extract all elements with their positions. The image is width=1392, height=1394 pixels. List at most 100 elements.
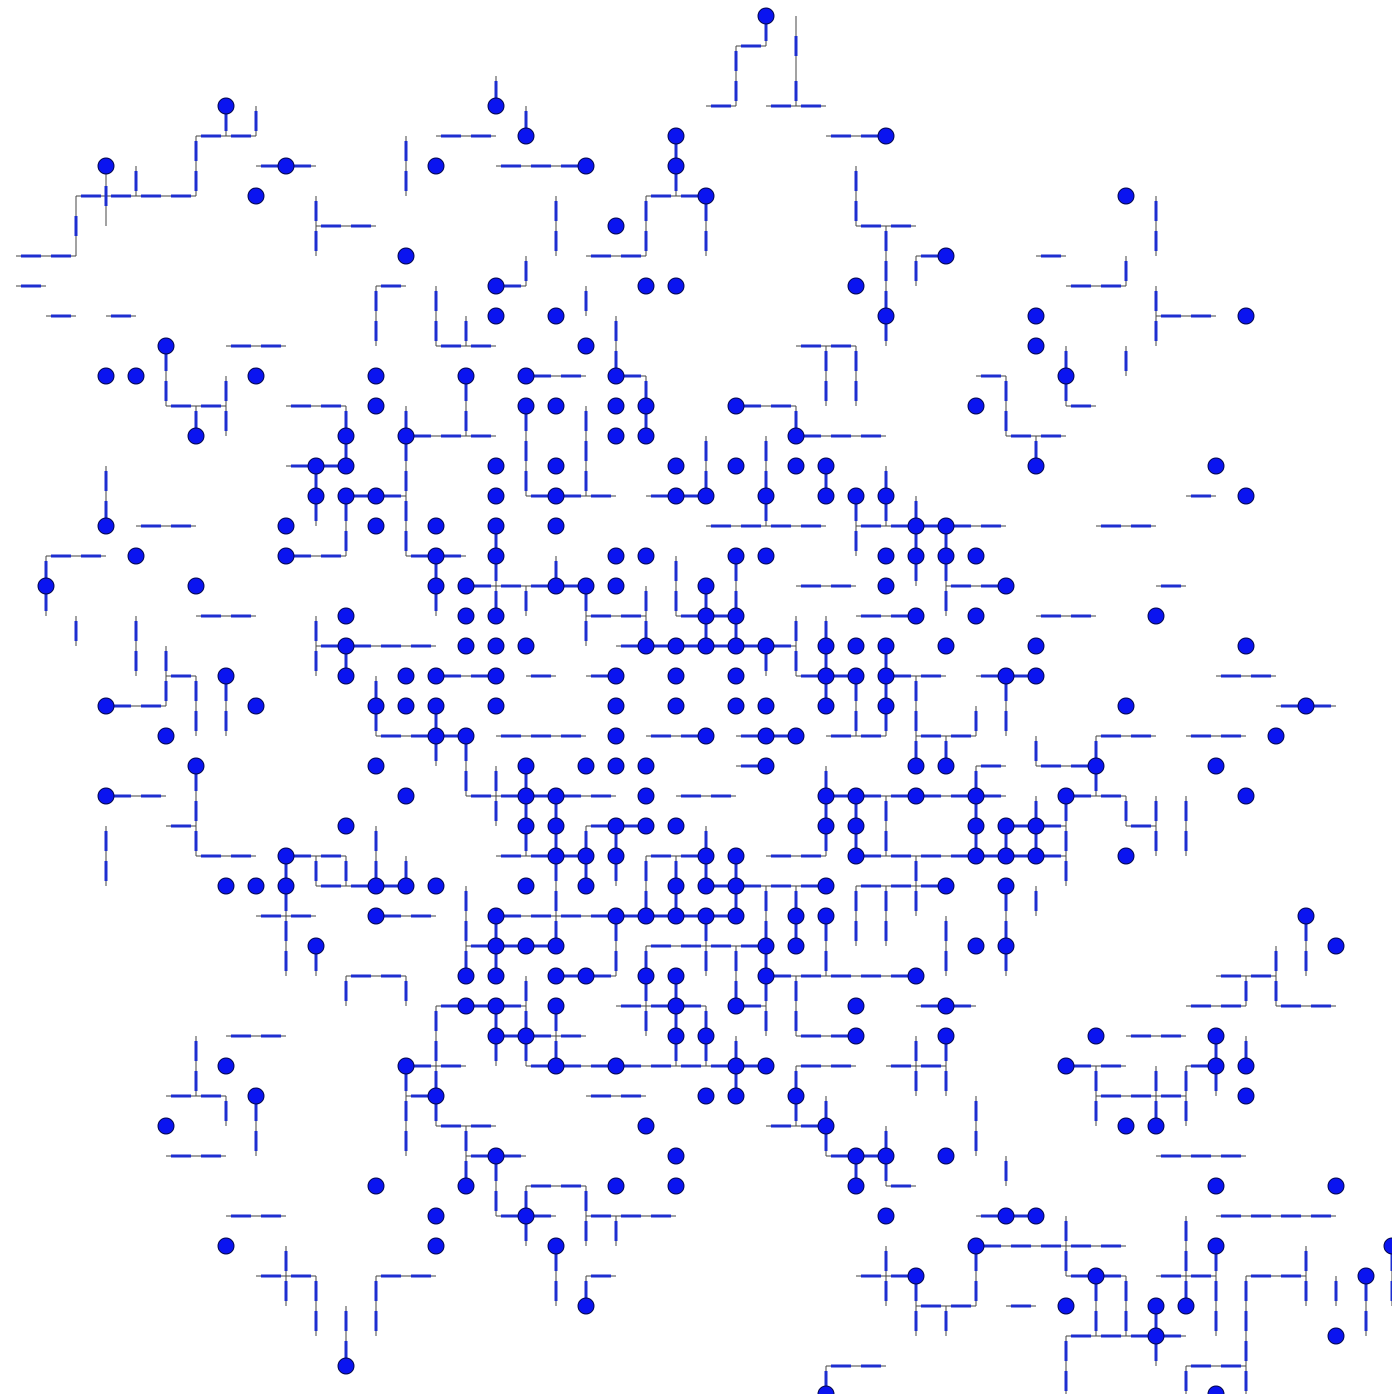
node-dot bbox=[607, 667, 625, 685]
node-dot bbox=[1117, 187, 1135, 205]
node-dot bbox=[1237, 787, 1255, 805]
node-dot bbox=[337, 487, 355, 505]
node-dot bbox=[637, 277, 655, 295]
node-dot bbox=[487, 97, 505, 115]
node-dot bbox=[517, 757, 535, 775]
node-dot bbox=[847, 1177, 865, 1195]
node-dot bbox=[757, 697, 775, 715]
node-dot bbox=[787, 1087, 805, 1105]
node-dot bbox=[1207, 457, 1225, 475]
node-dot bbox=[427, 1207, 445, 1225]
node-dot bbox=[487, 547, 505, 565]
node-dot bbox=[1027, 817, 1045, 835]
node-dot bbox=[787, 907, 805, 925]
node-dot bbox=[877, 697, 895, 715]
node-dot bbox=[1297, 697, 1315, 715]
node-dot bbox=[607, 577, 625, 595]
node-dot bbox=[1237, 307, 1255, 325]
node-dot bbox=[247, 187, 265, 205]
node-dot bbox=[667, 127, 685, 145]
node-dot bbox=[487, 697, 505, 715]
node-dot bbox=[97, 697, 115, 715]
node-dot bbox=[817, 787, 835, 805]
node-dot bbox=[517, 367, 535, 385]
node-dot bbox=[1057, 1057, 1075, 1075]
node-dot bbox=[337, 427, 355, 445]
node-dot bbox=[547, 967, 565, 985]
node-dot bbox=[787, 937, 805, 955]
node-dot bbox=[727, 1087, 745, 1105]
node-dot bbox=[937, 1147, 955, 1165]
node-dot bbox=[937, 997, 955, 1015]
node-dot bbox=[997, 577, 1015, 595]
node-dot bbox=[667, 907, 685, 925]
node-dot bbox=[607, 427, 625, 445]
node-dot bbox=[967, 547, 985, 565]
node-dot bbox=[1327, 937, 1345, 955]
node-dot bbox=[427, 697, 445, 715]
node-dot bbox=[397, 1057, 415, 1075]
node-dot bbox=[637, 1117, 655, 1135]
node-dot bbox=[577, 577, 595, 595]
node-dot bbox=[427, 157, 445, 175]
node-dot bbox=[517, 1207, 535, 1225]
node-dot bbox=[907, 547, 925, 565]
node-dot bbox=[937, 757, 955, 775]
node-dot bbox=[577, 967, 595, 985]
node-dot bbox=[847, 1027, 865, 1045]
node-dot bbox=[667, 457, 685, 475]
node-dot bbox=[97, 517, 115, 535]
node-dot bbox=[517, 877, 535, 895]
node-dot bbox=[1147, 1117, 1165, 1135]
node-dot bbox=[97, 367, 115, 385]
node-dot bbox=[817, 1385, 835, 1394]
node-dot bbox=[817, 667, 835, 685]
node-dot bbox=[517, 397, 535, 415]
node-dot bbox=[307, 487, 325, 505]
node-dot bbox=[247, 1087, 265, 1105]
node-dot bbox=[1237, 637, 1255, 655]
node-dot bbox=[1267, 727, 1285, 745]
node-dot bbox=[937, 517, 955, 535]
node-dot bbox=[1327, 1327, 1345, 1345]
node-dot bbox=[967, 817, 985, 835]
node-dot bbox=[457, 997, 475, 1015]
node-dot bbox=[937, 1027, 955, 1045]
node-dot bbox=[397, 427, 415, 445]
node-dot bbox=[577, 877, 595, 895]
node-dot bbox=[757, 487, 775, 505]
node-dot bbox=[757, 637, 775, 655]
node-dot bbox=[667, 1027, 685, 1045]
node-dot bbox=[997, 877, 1015, 895]
node-dot bbox=[817, 817, 835, 835]
node-dot bbox=[847, 997, 865, 1015]
node-dot bbox=[877, 127, 895, 145]
node-dot bbox=[157, 337, 175, 355]
node-dot bbox=[577, 157, 595, 175]
node-dot bbox=[697, 187, 715, 205]
node-dot bbox=[667, 277, 685, 295]
node-dot bbox=[727, 547, 745, 565]
node-dot bbox=[487, 667, 505, 685]
node-dot bbox=[487, 517, 505, 535]
node-dot bbox=[487, 607, 505, 625]
node-dot bbox=[487, 307, 505, 325]
node-dot bbox=[1147, 1297, 1165, 1315]
node-dot bbox=[397, 667, 415, 685]
node-dot bbox=[577, 337, 595, 355]
node-dot bbox=[307, 457, 325, 475]
node-dot bbox=[97, 157, 115, 175]
node-dot bbox=[127, 547, 145, 565]
node-dot bbox=[547, 787, 565, 805]
node-dot bbox=[847, 637, 865, 655]
node-dot bbox=[727, 1057, 745, 1075]
node-dot bbox=[817, 907, 835, 925]
node-dot bbox=[667, 877, 685, 895]
node-dot bbox=[427, 1087, 445, 1105]
node-dot bbox=[1087, 1027, 1105, 1045]
node-dot bbox=[517, 787, 535, 805]
node-dot bbox=[877, 307, 895, 325]
node-dot bbox=[637, 817, 655, 835]
node-dot bbox=[187, 427, 205, 445]
node-dot bbox=[937, 247, 955, 265]
